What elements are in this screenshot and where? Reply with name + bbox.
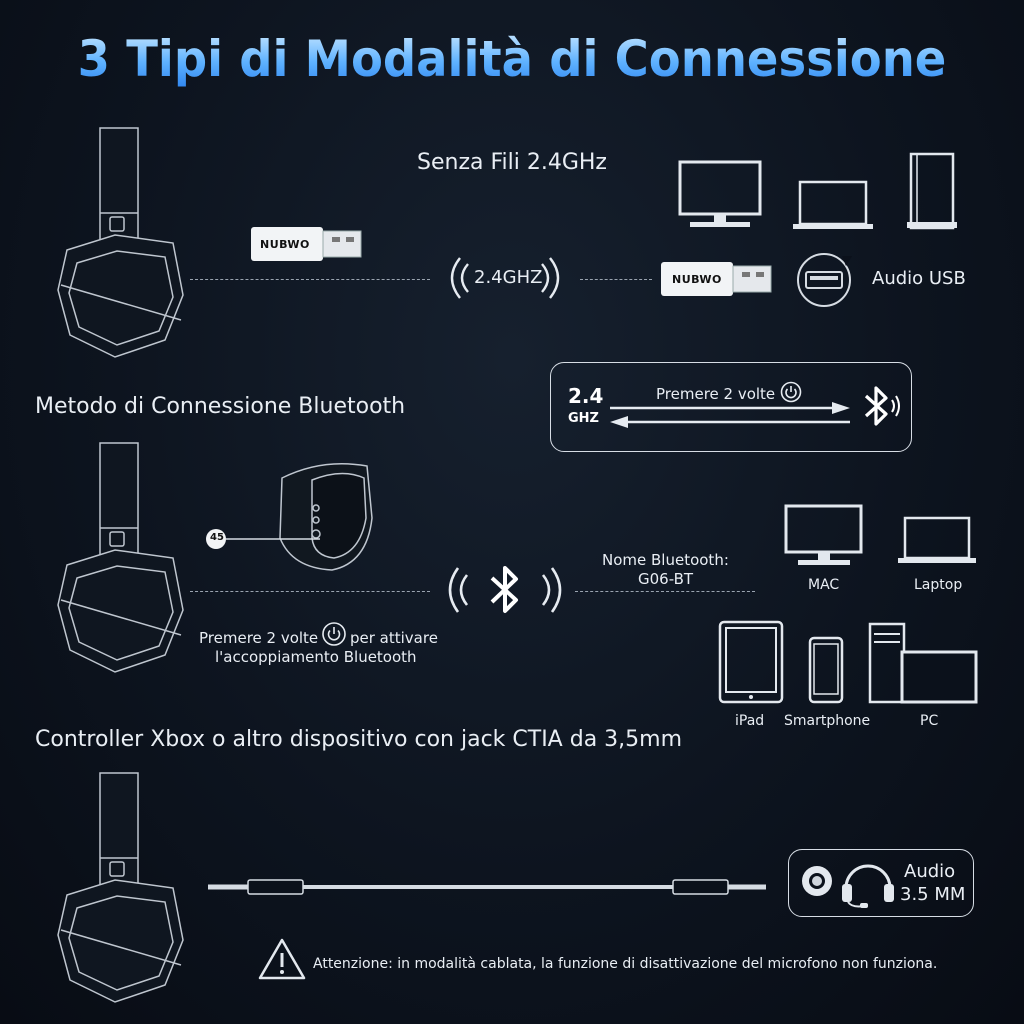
dashed-connector bbox=[575, 591, 755, 592]
device-label-mac: MAC bbox=[808, 577, 840, 593]
headset-icon bbox=[57, 127, 184, 358]
pair-instruction-suffix: per attivare bbox=[350, 629, 438, 647]
laptop-icon bbox=[898, 516, 976, 563]
bt-name-label: Nome Bluetooth: bbox=[602, 551, 729, 569]
wired-heading: Controller Xbox o altro dispositivo con … bbox=[35, 727, 683, 752]
signal-label: 2.4GHZ bbox=[474, 267, 543, 288]
dashed-connector bbox=[580, 279, 652, 280]
dongle-brand-label: NUBWO bbox=[260, 238, 310, 251]
usb-label: Audio USB bbox=[872, 268, 966, 289]
earcup-closeup-icon bbox=[279, 462, 373, 571]
bluetooth-signal-icon bbox=[448, 566, 562, 613]
dashed-connector bbox=[190, 279, 430, 280]
bluetooth-heading: Metodo di Connessione Bluetooth bbox=[35, 394, 406, 419]
usb-dongle-icon bbox=[661, 262, 772, 296]
device-label-smartphone: Smartphone bbox=[784, 713, 871, 729]
audio-cable-icon bbox=[208, 879, 766, 895]
device-label-pc: PC bbox=[920, 713, 939, 729]
power-icon bbox=[780, 381, 802, 403]
monitor-icon bbox=[678, 160, 762, 227]
bt-name-value: G06-BT bbox=[638, 570, 694, 588]
ipad-icon bbox=[718, 620, 784, 704]
callout-number: 45 bbox=[210, 532, 224, 543]
switch-left-bottom: GHZ bbox=[568, 411, 599, 426]
callout-line bbox=[206, 529, 320, 549]
audio-label-line1: Audio bbox=[904, 861, 956, 882]
audio-jack-icon bbox=[802, 866, 832, 896]
smartphone-icon bbox=[808, 636, 844, 704]
dashed-connector bbox=[190, 591, 430, 592]
headset-icon bbox=[57, 442, 184, 673]
switch-arrows bbox=[610, 402, 850, 428]
device-label-ipad: iPad bbox=[735, 713, 765, 729]
warning-text: Attenzione: in modalità cablata, la funz… bbox=[313, 956, 938, 972]
pc-icon bbox=[868, 622, 978, 704]
audio-jack-box bbox=[788, 849, 974, 917]
device-label-laptop: Laptop bbox=[914, 577, 963, 593]
pair-instruction-line2: l'accoppiamento Bluetooth bbox=[215, 648, 417, 666]
wireless-signal-icon bbox=[450, 257, 560, 299]
pair-instruction-prefix: Premere 2 volte bbox=[199, 629, 319, 647]
switch-instruction: Premere 2 volte bbox=[656, 385, 776, 403]
page-title: 3 Tipi di Modalità di Connessione bbox=[36, 30, 988, 88]
wireless-heading: Senza Fili 2.4GHz bbox=[417, 150, 607, 175]
usb-dongle-icon bbox=[251, 227, 362, 261]
laptop-icon bbox=[793, 180, 873, 229]
headset-mic-icon bbox=[842, 864, 894, 908]
switch-left-top: 2.4 bbox=[568, 384, 604, 408]
mode-switch-box bbox=[550, 362, 912, 452]
game-console-icon bbox=[907, 152, 957, 230]
usb-port-icon bbox=[797, 253, 852, 307]
audio-label-line2: 3.5 MM bbox=[900, 884, 966, 905]
headset-icon bbox=[57, 772, 184, 1003]
mac-monitor-icon bbox=[784, 504, 863, 565]
bluetooth-icon bbox=[864, 386, 900, 426]
dongle-brand-label: NUBWO bbox=[672, 273, 722, 286]
power-icon bbox=[322, 622, 346, 646]
warning-icon bbox=[258, 938, 306, 980]
